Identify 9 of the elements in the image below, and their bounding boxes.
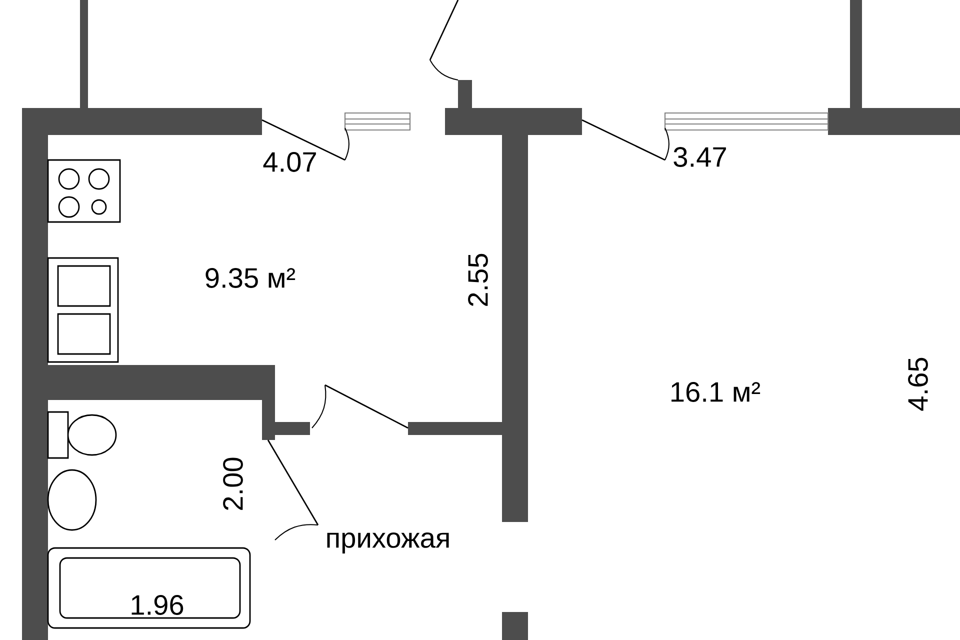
dimension-label: 4.65 (908, 358, 928, 411)
room-name-label: прихожая (327, 532, 449, 554)
room-area-label: 16.1 м² (672, 382, 760, 402)
dimension-label: 3.47 (674, 147, 726, 167)
dimension-label: 4.07 (263, 152, 316, 172)
dimension-label: 2.55 (468, 254, 488, 306)
dimension-label: 1.96 (132, 595, 184, 615)
room-area-label: 9.35 м² (206, 268, 296, 288)
dimension-label: 2.00 (223, 458, 243, 510)
